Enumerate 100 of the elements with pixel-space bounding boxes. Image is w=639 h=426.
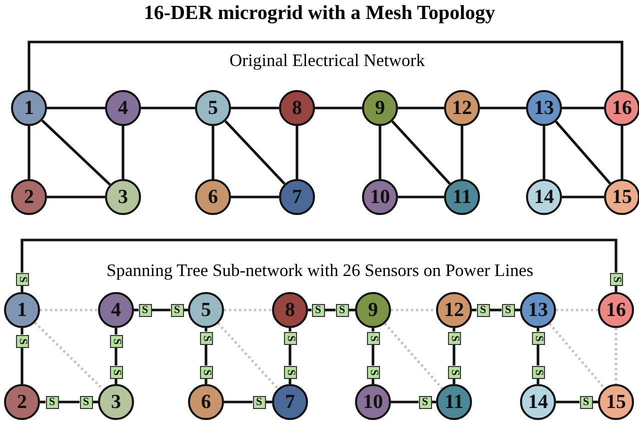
power-line (224, 400, 252, 404)
sensor-box: S (252, 396, 266, 408)
power-line (398, 106, 444, 110)
power-line (20, 328, 24, 334)
sensor-box: S (366, 332, 380, 344)
sensor-box: S (110, 366, 122, 378)
bus-node: 2 (11, 179, 47, 215)
sensor-box: S (610, 272, 622, 286)
bus-node: 4 (98, 292, 134, 328)
bus-node: 1 (11, 90, 47, 126)
power-line (432, 400, 436, 404)
power-line (372, 344, 374, 366)
bus-node: 16 (604, 90, 639, 126)
power-line (114, 378, 118, 384)
power-line (592, 400, 598, 404)
sensor-box: S (448, 366, 460, 378)
bus-node: 12 (444, 90, 480, 126)
power-line (378, 126, 382, 179)
bus-node: 9 (355, 292, 391, 328)
sensor-box: S (502, 304, 514, 316)
power-line (315, 106, 362, 110)
power-line (620, 126, 624, 179)
sensor-box: S (284, 366, 296, 378)
power-line (480, 106, 526, 110)
bus-node: 13 (526, 90, 562, 126)
sensor-box: S (312, 304, 324, 316)
bus-node: 14 (520, 384, 556, 420)
bus-node: 9 (362, 90, 398, 126)
bus-node: 7 (272, 384, 308, 420)
section-label: Spanning Tree Sub-network with 26 Sensors on Power Lines (106, 260, 534, 280)
dotted-line (556, 308, 598, 312)
power-line (536, 378, 540, 384)
dotted-line (217, 322, 279, 390)
sensor-box: S (532, 366, 544, 378)
bus-node: 16 (598, 292, 634, 328)
sensor-box: S (138, 304, 152, 316)
power-line (141, 106, 195, 110)
sensor-box: S (448, 332, 460, 344)
power-line (372, 378, 374, 384)
bus-node: 13 (520, 292, 556, 328)
power-line (562, 196, 604, 198)
power-line (231, 106, 279, 110)
sensor-box: S (200, 366, 212, 378)
power-line (114, 348, 118, 366)
power-line (204, 378, 208, 384)
power-line (324, 308, 336, 312)
sensor-box: S (200, 332, 212, 344)
power-line (152, 308, 170, 312)
power-line (41, 119, 111, 186)
power-line (562, 106, 604, 110)
dotted-line (40, 308, 98, 312)
bus-node: 12 (436, 292, 472, 328)
dotted-line (384, 322, 444, 390)
power-line (536, 328, 540, 332)
bus-node: 11 (436, 384, 472, 420)
dotted-line (224, 308, 272, 312)
sensor-box: S (284, 332, 296, 344)
power-line (452, 344, 456, 366)
power-line (514, 308, 520, 312)
power-line (452, 328, 456, 332)
power-line (288, 378, 292, 384)
bus-node: 15 (604, 179, 639, 215)
power-line (296, 126, 298, 179)
sensor-box: S (46, 396, 58, 408)
power-line (28, 40, 624, 90)
bus-node: 10 (355, 384, 391, 420)
bus-node: 15 (598, 384, 634, 420)
power-line (92, 400, 98, 404)
bus-node: 6 (195, 179, 231, 215)
power-line (204, 344, 208, 366)
dotted-line (34, 322, 104, 390)
sensor-box: S (336, 304, 348, 316)
bus-node: 14 (526, 179, 562, 215)
power-line (58, 400, 80, 404)
power-line (472, 308, 476, 312)
section-label: Original Electrical Network (230, 50, 425, 70)
power-line (391, 120, 451, 185)
power-line (542, 126, 546, 179)
power-line (20, 286, 24, 292)
bus-node: 5 (195, 90, 231, 126)
power-line (452, 378, 456, 384)
bus-node: 5 (188, 292, 224, 328)
sensor-box: S (16, 272, 28, 286)
sensor-box: S (418, 396, 432, 408)
sensor-box: S (170, 304, 184, 316)
bus-node: 6 (188, 384, 224, 420)
power-line (266, 400, 272, 404)
power-line (204, 328, 208, 332)
bus-node: 8 (272, 292, 308, 328)
title: 16-DER microgrid with a Mesh Topology (142, 2, 496, 25)
power-line (556, 400, 580, 404)
power-line (47, 106, 105, 110)
bus-node: 2 (4, 384, 40, 420)
power-line (348, 308, 355, 312)
bus-node: 3 (105, 179, 141, 215)
sensor-box: S (532, 332, 544, 344)
dotted-line (614, 328, 618, 384)
sensor-box: S (580, 396, 592, 408)
bus-node: 10 (362, 179, 398, 215)
power-line (398, 196, 444, 198)
